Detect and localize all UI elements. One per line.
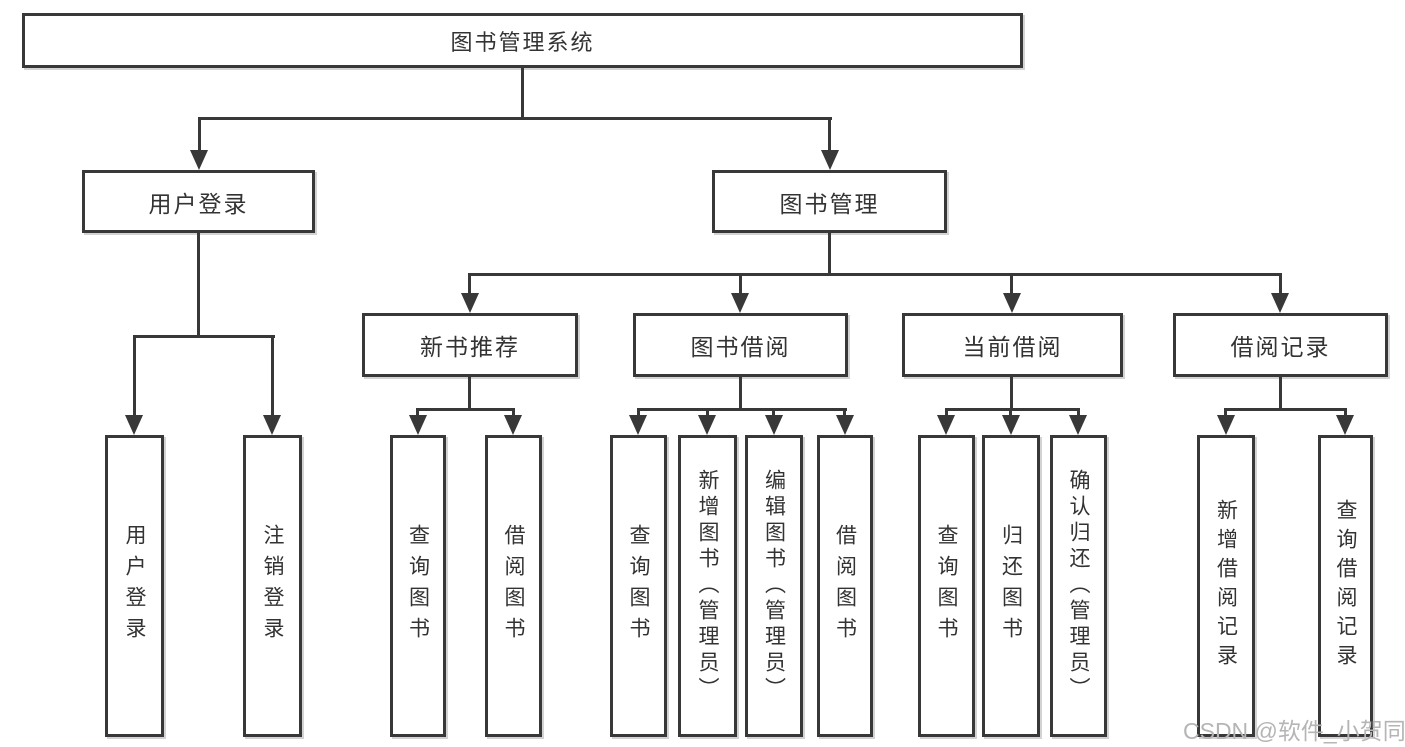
csdn-watermark: CSDN @软件_小贺同学 [1183, 718, 1405, 744]
leaf-label: 编辑图书（管理员） [762, 469, 786, 703]
node-book-borrowing: 图书借阅 [633, 313, 848, 377]
connector-line [739, 377, 742, 408]
connector-arrow [409, 415, 427, 435]
node-user-login-label: 用户登录 [148, 190, 249, 217]
leaf-label: 归还图书 [999, 524, 1023, 648]
leaf-query-books: 查询图书 [918, 435, 975, 737]
leaf-label: 新增借阅记录 [1214, 499, 1238, 673]
leaf-label: 查询图书 [406, 524, 430, 648]
connector-arrow [190, 150, 208, 170]
connector-arrow [461, 293, 479, 313]
connector-line [945, 408, 1080, 411]
connector-line [521, 68, 524, 118]
connector-line [1010, 377, 1013, 408]
connector-line [198, 120, 201, 152]
connector-line [1279, 377, 1282, 408]
connector-line [271, 338, 274, 417]
connector-arrow [765, 415, 783, 435]
connector-arrow [1271, 293, 1289, 313]
leaf-query-books: 查询图书 [390, 435, 446, 737]
connector-arrow [1217, 415, 1235, 435]
connector-arrow [125, 415, 143, 435]
leaf-return-books: 归还图书 [982, 435, 1040, 737]
leaf-user-login: 用户登录 [105, 435, 164, 737]
leaf-label: 查询借阅记录 [1334, 499, 1357, 673]
leaf-confirm-return-admin: 确认归还（管理员） [1050, 435, 1107, 737]
connector-arrow [1002, 415, 1020, 435]
connector-line [637, 411, 640, 417]
connector-arrow [263, 415, 281, 435]
leaf-label: 借阅图书 [833, 524, 857, 648]
node-new-book-recommend-label: 新书推荐 [420, 334, 520, 360]
connector-arrow [731, 293, 749, 313]
node-root-label: 图书管理系统 [450, 29, 595, 55]
leaf-add-books-admin: 新增图书（管理员） [678, 435, 737, 737]
connector-line [828, 233, 831, 273]
connector-line [1009, 411, 1012, 417]
node-book-management-label: 图书管理 [779, 190, 880, 217]
connector-line [772, 411, 775, 417]
connector-line [468, 377, 471, 408]
connector-line [1344, 411, 1347, 417]
connector-line [416, 411, 419, 417]
leaf-label: 确认归还（管理员） [1067, 469, 1090, 703]
connector-arrow [1336, 415, 1354, 435]
node-book-borrowing-label: 图书借阅 [690, 334, 791, 360]
leaf-label: 查询图书 [627, 524, 650, 648]
connector-arrow [504, 415, 522, 435]
connector-line [1279, 276, 1282, 295]
connector-line [1224, 411, 1227, 417]
connector-line [739, 276, 742, 295]
connector-line [1077, 411, 1080, 417]
connector-line [706, 411, 709, 417]
connector-line [945, 411, 948, 417]
connector-line [468, 276, 471, 295]
node-current-borrowing: 当前借阅 [902, 313, 1123, 377]
node-current-borrowing-label: 当前借阅 [962, 334, 1063, 360]
leaf-label: 查询图书 [935, 524, 958, 648]
connector-line [133, 338, 136, 417]
connector-arrow [698, 415, 716, 435]
connector-arrow [629, 415, 647, 435]
node-borrowing-records: 借阅记录 [1173, 313, 1388, 377]
connector-arrow [1069, 415, 1087, 435]
leaf-label: 借阅图书 [502, 524, 525, 648]
leaf-query-books: 查询图书 [610, 435, 667, 737]
leaf-borrow-books: 借阅图书 [485, 435, 542, 737]
leaf-borrow-books: 借阅图书 [817, 435, 873, 737]
connector-arrow [821, 150, 839, 170]
node-borrowing-records-label: 借阅记录 [1230, 334, 1331, 360]
connector-arrow [836, 415, 854, 435]
leaf-label: 新增图书（管理员） [696, 469, 719, 703]
leaf-add-borrow-record: 新增借阅记录 [1197, 435, 1255, 737]
connector-arrow [937, 415, 955, 435]
connector-line [1010, 276, 1013, 295]
connector-line [197, 233, 200, 335]
connector-line [1224, 408, 1347, 411]
connector-line [198, 117, 832, 120]
connector-line [843, 411, 846, 417]
leaf-edit-books-admin: 编辑图书（管理员） [745, 435, 803, 737]
leaf-label: 注销登录 [261, 524, 284, 648]
node-new-book-recommend: 新书推荐 [362, 313, 578, 377]
node-book-management: 图书管理 [712, 170, 947, 233]
node-user-login: 用户登录 [82, 170, 315, 233]
connector-line [133, 335, 275, 338]
leaf-query-borrow-record: 查询借阅记录 [1318, 435, 1373, 737]
leaf-label: 用户登录 [123, 524, 146, 648]
connector-line [468, 273, 1282, 276]
connector-line [512, 411, 515, 417]
connector-arrow [1003, 293, 1021, 313]
connector-line [416, 408, 515, 411]
leaf-logout: 注销登录 [243, 435, 302, 737]
connector-line [637, 408, 847, 411]
connector-line [828, 120, 831, 152]
node-root: 图书管理系统 [22, 13, 1023, 68]
